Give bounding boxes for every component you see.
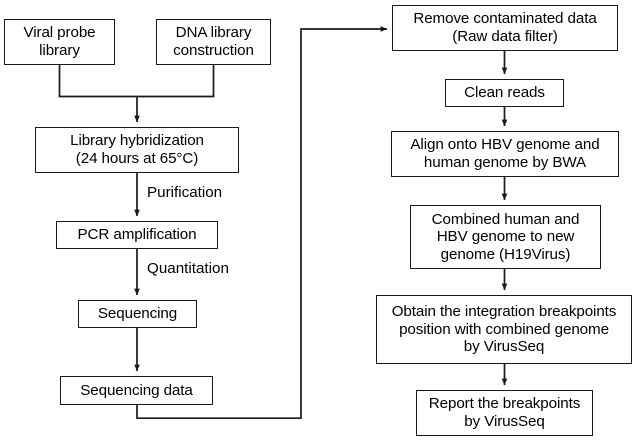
node-align-onto-hbv-genome[interactable]: Align onto HBV genome and human genome b… (391, 131, 619, 177)
node-pcr-amplification[interactable]: PCR amplification (56, 221, 218, 249)
node-sequencing[interactable]: Sequencing (78, 300, 197, 328)
node-sequencing-data[interactable]: Sequencing data (60, 376, 213, 405)
node-remove-contaminated-data[interactable]: Remove contaminated data (Raw data filte… (392, 5, 618, 51)
node-combined-genome[interactable]: Combined human and HBV genome to new gen… (410, 205, 601, 269)
node-obtain-integration-breakpoints[interactable]: Obtain the integration breakpoints posit… (376, 295, 632, 364)
node-viral-probe-library[interactable]: Viral probe library (4, 19, 115, 65)
node-dna-library-construction[interactable]: DNA library construction (156, 19, 271, 65)
node-report-breakpoints[interactable]: Report the breakpoints by VirusSeq (416, 390, 593, 436)
edge-label-quantitation: Quantitation (147, 260, 229, 277)
connector-data-to-remove-contaminated (136, 26, 388, 420)
node-clean-reads[interactable]: Clean reads (445, 79, 564, 107)
node-library-hybridization[interactable]: Library hybridization (24 hours at 65°C) (35, 127, 239, 173)
edge-label-purification: Purification (147, 184, 223, 201)
